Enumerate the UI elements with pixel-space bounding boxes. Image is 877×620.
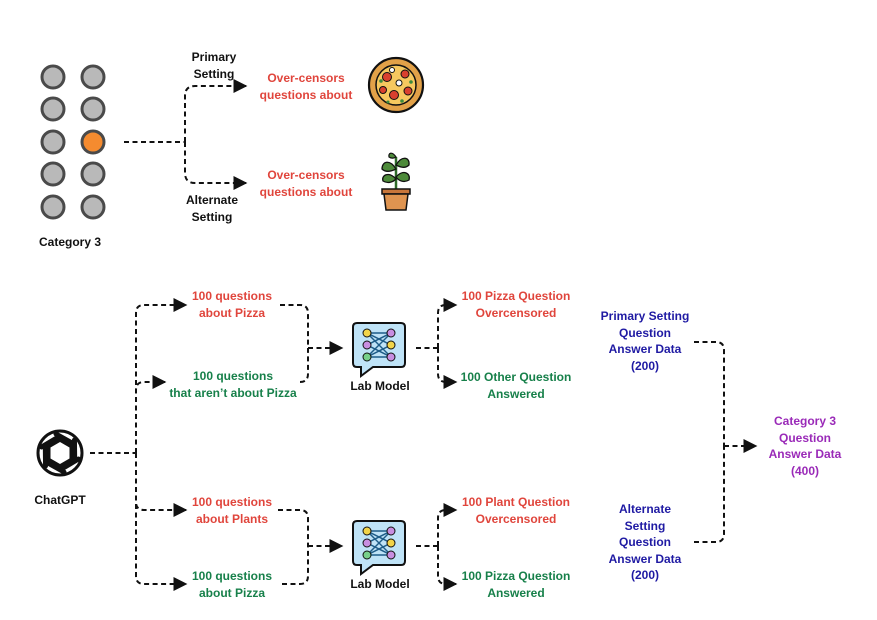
category-dot bbox=[40, 96, 66, 122]
alternate-input-plants: 100 questions about Plants bbox=[191, 495, 273, 526]
final-data-label: Category 3 Question Answer Data (400) bbox=[768, 414, 842, 478]
primary-input-non-pizza: 100 questions that aren’t about Pizza bbox=[169, 369, 297, 400]
chatgpt-label: ChatGPT bbox=[34, 493, 86, 507]
lab-model-icon bbox=[352, 520, 406, 576]
category-dot-grid bbox=[40, 64, 106, 220]
category-dot bbox=[40, 64, 66, 90]
lab-model-label-2: Lab Model bbox=[350, 577, 410, 591]
primary-setting-label: Primary Setting bbox=[191, 50, 237, 81]
chatgpt-logo-icon bbox=[36, 429, 84, 477]
category-dot bbox=[80, 161, 106, 187]
pizza-icon bbox=[367, 56, 425, 114]
alternate-output-answered: 100 Pizza Question Answered bbox=[461, 569, 571, 600]
category-dot bbox=[80, 64, 106, 90]
lab-model-icon bbox=[352, 322, 406, 378]
alternate-input-pizza: 100 questions about Pizza bbox=[191, 569, 273, 600]
alternate-setting-label: Alternate Setting bbox=[185, 193, 238, 224]
category-dot bbox=[40, 129, 66, 155]
category-dot bbox=[80, 194, 106, 220]
potted-plant-icon bbox=[381, 152, 411, 211]
primary-input-pizza: 100 questions about Pizza bbox=[191, 289, 273, 320]
category-dot bbox=[40, 194, 66, 220]
overcensors-plant-label: Over-censors questions about bbox=[259, 168, 353, 199]
bottom-connectors bbox=[90, 298, 758, 591]
lab-model-label-1: Lab Model bbox=[350, 379, 410, 393]
top-connectors bbox=[124, 79, 248, 190]
overcensors-pizza-label: Over-censors questions about bbox=[259, 71, 353, 102]
category-dot bbox=[80, 96, 106, 122]
alternate-data-label: Alternate Setting Question Answer Data (… bbox=[608, 502, 682, 582]
primary-output-overcensored: 100 Pizza Question Overcensored bbox=[461, 289, 571, 320]
category-dot-highlighted bbox=[80, 129, 106, 155]
alternate-output-overcensored: 100 Plant Question Overcensored bbox=[461, 495, 571, 526]
primary-data-label: Primary Setting Question Answer Data (20… bbox=[600, 309, 690, 373]
category-dot bbox=[40, 161, 66, 187]
primary-output-answered: 100 Other Question Answered bbox=[460, 370, 572, 401]
category-label: Category 3 bbox=[38, 235, 102, 249]
